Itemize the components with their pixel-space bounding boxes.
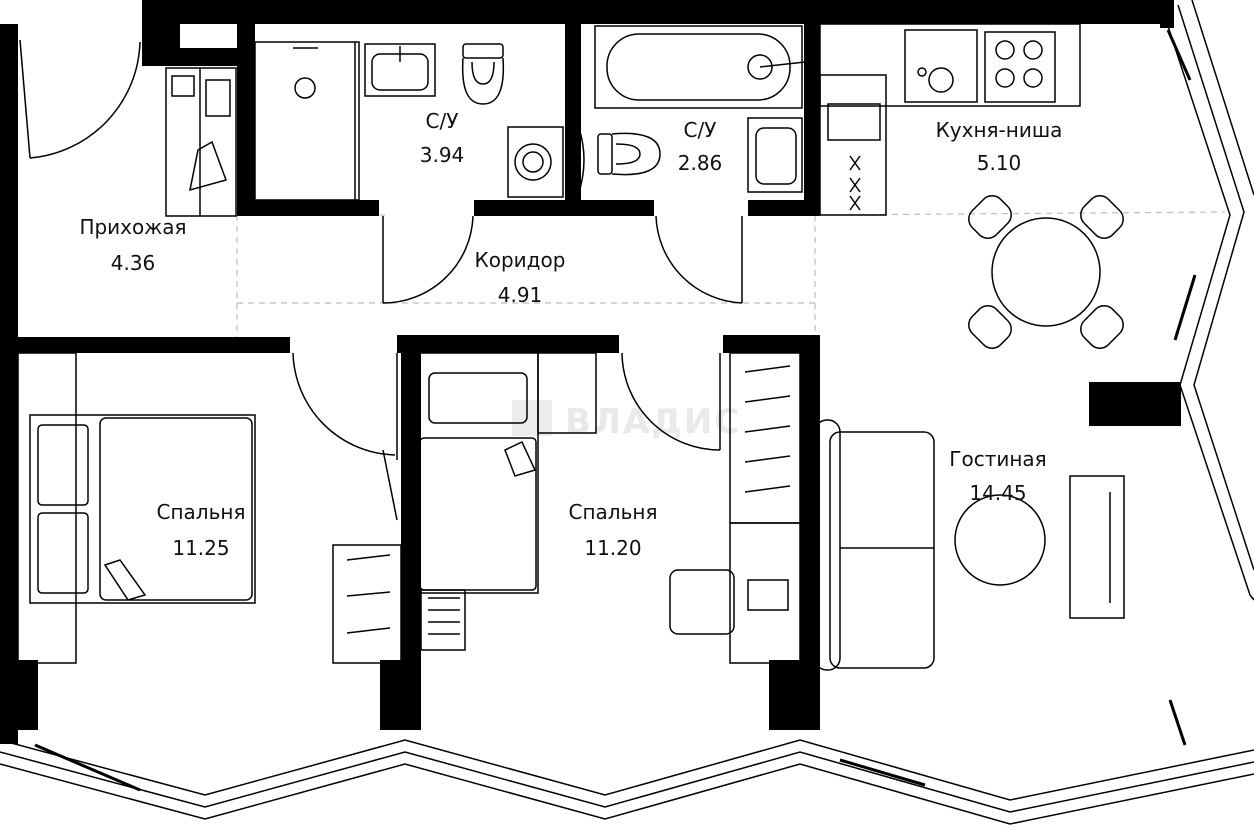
watermark: ВЛАДИС [512,400,741,442]
bedroom-1-wardrobe-icon [332,544,402,664]
room-area-corridor: 4.91 [498,283,543,307]
room-name-hallway: Прихожая [79,215,186,239]
single-bed-icon [417,352,597,594]
wardrobe-icon [165,67,237,217]
room-area-hallway: 4.36 [111,251,156,275]
zone-dividers [236,211,1226,338]
bookshelf-icon [420,589,466,651]
room-name-bathroom-2: С/У [684,118,717,142]
room-area-bathroom-2: 2.86 [678,151,723,175]
furniture [17,23,1125,671]
sink-icon [364,43,436,97]
room-area-bedroom-1: 11.25 [172,536,229,560]
doors [19,39,743,521]
coffee-table-icon [954,494,1046,586]
room-area-living-room: 14.45 [969,481,1026,505]
room-name-bathroom-1: С/У [426,109,459,133]
room-area-kitchen-niche: 5.10 [977,151,1022,175]
walls [0,0,1181,744]
bathtub-icon [594,25,806,109]
double-bed-icon [17,352,256,664]
kitchen-counter-icon [819,23,1081,216]
sink-2-icon [747,117,803,193]
toilet-2-icon [597,132,661,176]
watermark-text: ВЛАДИС [565,402,741,442]
washing-machine-icon [507,124,585,198]
dining-table-icon [968,195,1124,349]
shower-icon [254,41,360,201]
room-name-kitchen-niche: Кухня-ниша [936,118,1063,142]
desk-icon [669,522,801,664]
tv-stand-icon [1069,475,1125,619]
room-labels: Прихожая 4.36 С/У 3.94 С/У 2.86 Кухня-ни… [79,109,1062,560]
room-name-corridor: Коридор [475,248,566,272]
sofa-icon [814,419,935,671]
room-area-bedroom-2: 11.20 [584,536,641,560]
toilet-icon [461,43,505,105]
room-name-living-room: Гостиная [949,447,1046,471]
room-name-bedroom-2: Спальня [569,500,658,524]
room-area-bathroom-1: 3.94 [420,143,465,167]
room-name-bedroom-1: Спальня [157,500,246,524]
